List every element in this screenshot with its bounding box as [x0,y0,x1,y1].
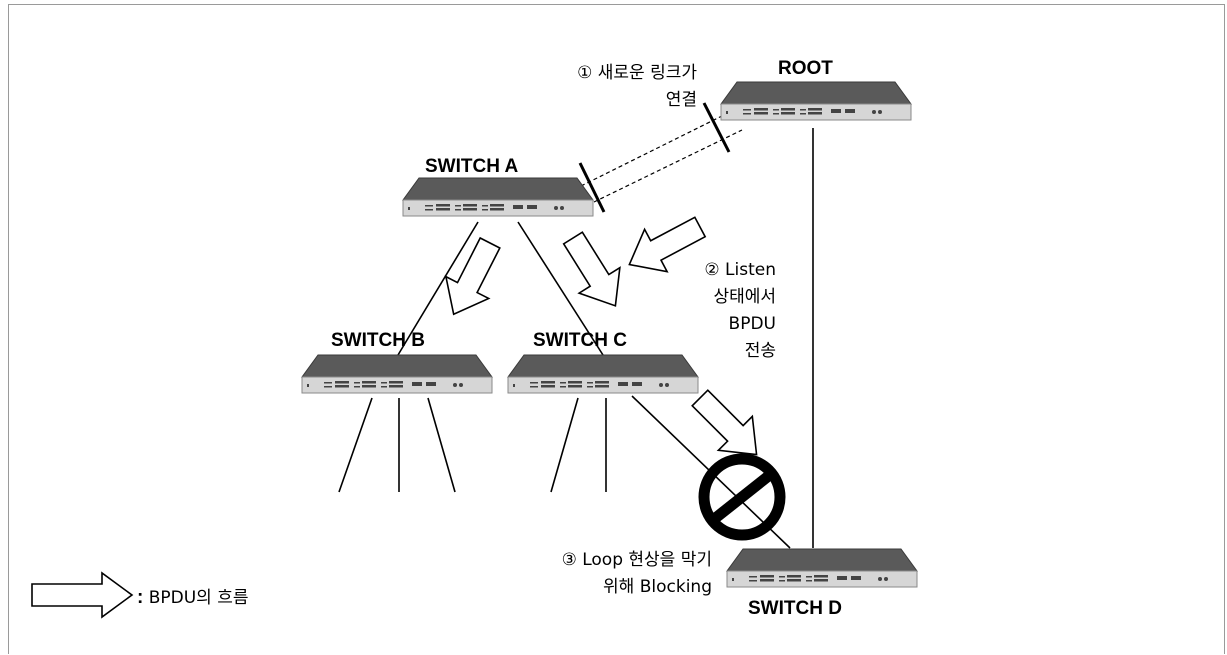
network-switch-icon [727,549,917,587]
switch-a [403,178,593,216]
switch-a-label: SWITCH A [425,156,518,178]
switch-root [721,82,911,120]
switch-root-label: ROOT [778,58,833,80]
legend: : BPDU의 흐름 [137,583,249,609]
new-link-line-2 [594,130,742,202]
step2-line-4: 전송 [640,338,776,365]
switch-b-label: SWITCH B [331,330,425,352]
switch-c-label: SWITCH C [533,330,627,352]
legend-colon: : [137,587,143,608]
link-b-leaf-3 [428,398,455,492]
link-b-leaf-1 [339,398,372,492]
step3-line-2: 위해 Blocking [450,574,712,601]
new-link-dashed [581,110,742,202]
network-switch-icon [721,82,911,120]
legend-arrow [32,573,132,617]
network-switch-icon [403,178,593,216]
network-switch-icon [302,355,492,393]
step2-line-3: BPDU [640,311,776,338]
no-entry-icon [704,459,780,535]
switch-b [302,355,492,393]
legend-label: BPDU의 흐름 [149,588,249,608]
step2-line-2: 상태에서 [640,284,776,311]
step2-line-1: ② Listen [640,257,776,284]
bpdu-arrow-a-to-c [553,225,636,318]
step1-line-2: 연결 [470,87,697,114]
step2-note: ② Listen 상태에서 BPDU 전송 [640,257,776,365]
step3-note: ③ Loop 현상을 막기 위해 Blocking [450,547,712,601]
step1-note: ① 새로운 링크가 연결 [470,60,697,114]
step1-line-1: ① 새로운 링크가 [470,60,697,87]
hollow-arrow-icon [553,225,636,318]
switch-d-label: SWITCH D [748,598,842,620]
link-c-leaf-1 [551,398,578,492]
step3-line-1: ③ Loop 현상을 막기 [450,547,712,574]
hollow-arrow-icon [32,573,132,617]
switch-d [727,549,917,587]
new-link-ticks [580,103,729,212]
new-link-line-1 [581,110,734,186]
